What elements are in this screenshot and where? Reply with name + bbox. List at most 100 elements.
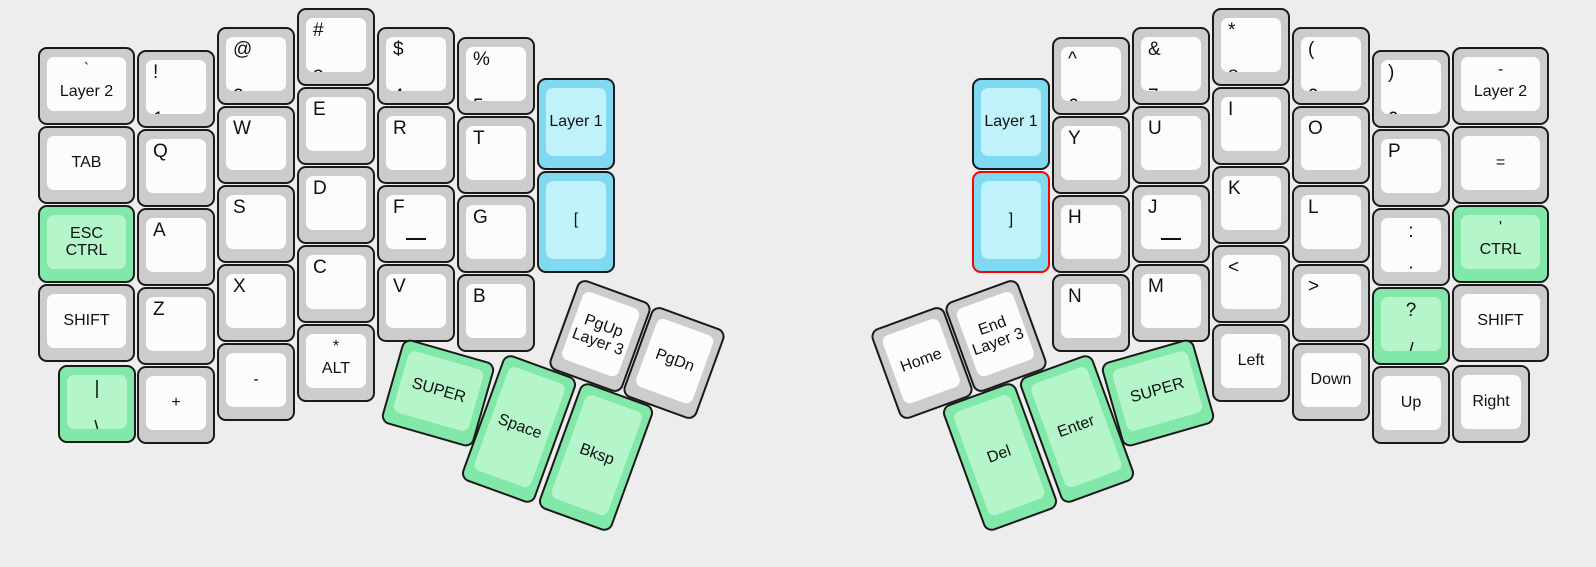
key-r-h[interactable]: H: [1052, 195, 1130, 273]
key-r-shift[interactable]: SHIFT: [1452, 284, 1549, 362]
key-r-slash[interactable]: ?/: [1372, 287, 1450, 365]
key-l-a[interactable]: A: [137, 208, 215, 286]
key-l-z[interactable]: Z: [137, 287, 215, 365]
key-l-4[interactable]: $4: [377, 27, 455, 105]
key-legend-main: Layer 2: [59, 83, 114, 100]
key-l-q[interactable]: Q: [137, 129, 215, 207]
key-l-3[interactable]: #3: [297, 8, 375, 86]
key-r-6[interactable]: ^6: [1052, 37, 1130, 115]
key-l-layer1[interactable]: Layer 1: [537, 78, 615, 170]
key-r-colon-semi[interactable]: :;: [1372, 208, 1450, 286]
key-legend-main: PgDn: [653, 346, 697, 376]
key-l-t[interactable]: T: [457, 116, 535, 194]
key-r-i[interactable]: I: [1212, 87, 1290, 165]
key-legend-main: 5: [473, 96, 484, 101]
keycap-r-o: O: [1301, 116, 1361, 170]
key-l-r[interactable]: R: [377, 106, 455, 184]
key-l-shift[interactable]: SHIFT: [38, 284, 135, 362]
keycap-r-6: ^6: [1061, 47, 1121, 101]
keycap-l-r: R: [386, 116, 446, 170]
key-l-s[interactable]: S: [217, 185, 295, 263]
key-l-f[interactable]: F: [377, 185, 455, 263]
key-l-grave-layer2[interactable]: `Layer 2: [38, 47, 135, 125]
key-r-up[interactable]: Up: [1372, 366, 1450, 444]
key-r-left[interactable]: Left: [1212, 324, 1290, 402]
key-l-2[interactable]: @2: [217, 27, 295, 105]
key-r-period[interactable]: >.: [1292, 264, 1370, 342]
key-l-plus[interactable]: +: [137, 366, 215, 444]
key-r-equals[interactable]: =: [1452, 126, 1549, 204]
key-l-x[interactable]: X: [217, 264, 295, 342]
key-l-g[interactable]: G: [457, 195, 535, 273]
key-l-e[interactable]: E: [297, 87, 375, 165]
key-legend-main: 7: [1148, 86, 1159, 91]
key-r-right[interactable]: Right: [1452, 365, 1530, 443]
keycap-l-q: Q: [146, 139, 206, 193]
key-legend-top: T: [473, 128, 485, 149]
key-r-u[interactable]: U: [1132, 106, 1210, 184]
key-legend-main: Layer 1: [984, 113, 1038, 131]
key-l-c[interactable]: C: [297, 245, 375, 323]
key-l-alt[interactable]: *ALT: [297, 324, 375, 402]
key-l-1[interactable]: !1: [137, 50, 215, 128]
key-legend-top: P: [1388, 141, 1401, 162]
key-l-5[interactable]: %5: [457, 37, 535, 115]
key-l-d[interactable]: D: [297, 166, 375, 244]
keycap-r-shift: SHIFT: [1461, 294, 1540, 348]
key-legend-main: 8: [1228, 67, 1239, 72]
keycap-l-c: C: [306, 255, 366, 309]
key-r-rbracket[interactable]: ]: [972, 171, 1050, 273]
key-r-l[interactable]: L: [1292, 185, 1370, 263]
key-legend-main: CTRL: [1479, 241, 1522, 258]
keycap-r-super: SUPER: [1111, 349, 1204, 433]
keycap-l-x: X: [226, 274, 286, 328]
key-r-n[interactable]: N: [1052, 274, 1130, 352]
key-l-minus[interactable]: -: [217, 343, 295, 421]
keycap-r-y: Y: [1061, 126, 1121, 180]
key-r-o[interactable]: O: [1292, 106, 1370, 184]
key-r-9[interactable]: (9: [1292, 27, 1370, 105]
key-l-w[interactable]: W: [217, 106, 295, 184]
key-legend-main: ,: [1228, 304, 1233, 309]
key-l-b[interactable]: B: [457, 274, 535, 352]
key-legend-top: D: [313, 178, 327, 199]
keycap-l-alt: *ALT: [306, 334, 366, 388]
key-l-pipe-bslash[interactable]: |\: [58, 365, 136, 443]
keycap-l-super: SUPER: [392, 349, 485, 433]
keycap-r-slash: ?/: [1381, 297, 1441, 351]
key-legend-top: ^: [1068, 49, 1077, 70]
key-l-lbracket[interactable]: [: [537, 171, 615, 273]
key-r-comma[interactable]: <,: [1212, 245, 1290, 323]
key-r-y[interactable]: Y: [1052, 116, 1130, 194]
keycap-r-0: )0: [1381, 60, 1441, 114]
key-r-7[interactable]: &7: [1132, 27, 1210, 105]
keycap-l-grave-layer2: `Layer 2: [47, 57, 126, 111]
key-r-m[interactable]: M: [1132, 264, 1210, 342]
key-legend-main: Home: [898, 345, 945, 377]
keycap-r-left: Left: [1221, 334, 1281, 388]
key-legend-main: ]: [1008, 211, 1014, 229]
key-r-p[interactable]: P: [1372, 129, 1450, 207]
key-r-quote-ctrl[interactable]: 'CTRL: [1452, 205, 1549, 283]
key-legend-top: (: [1308, 39, 1315, 60]
keycap-l-v: V: [386, 274, 446, 328]
key-legend-main: 0: [1388, 109, 1399, 114]
key-l-tab[interactable]: TAB: [38, 126, 135, 204]
key-r-0[interactable]: )0: [1372, 50, 1450, 128]
key-legend-top: N: [1068, 286, 1082, 307]
key-r-8[interactable]: *8: [1212, 8, 1290, 86]
key-r-down[interactable]: Down: [1292, 343, 1370, 421]
key-legend-top: %: [473, 49, 490, 70]
key-legend-top: ?: [1405, 300, 1417, 321]
key-r-k[interactable]: K: [1212, 166, 1290, 244]
homing-bar-icon: [406, 238, 426, 240]
keycap-r-p: P: [1381, 139, 1441, 193]
key-r-minus-layer2[interactable]: -Layer 2: [1452, 47, 1549, 125]
key-r-layer1[interactable]: Layer 1: [972, 78, 1050, 170]
keycap-l-shift: SHIFT: [47, 294, 126, 348]
key-legend-main: 4: [393, 86, 404, 91]
key-r-j[interactable]: J: [1132, 185, 1210, 263]
key-l-v[interactable]: V: [377, 264, 455, 342]
key-legend-main: SUPER: [409, 375, 468, 407]
